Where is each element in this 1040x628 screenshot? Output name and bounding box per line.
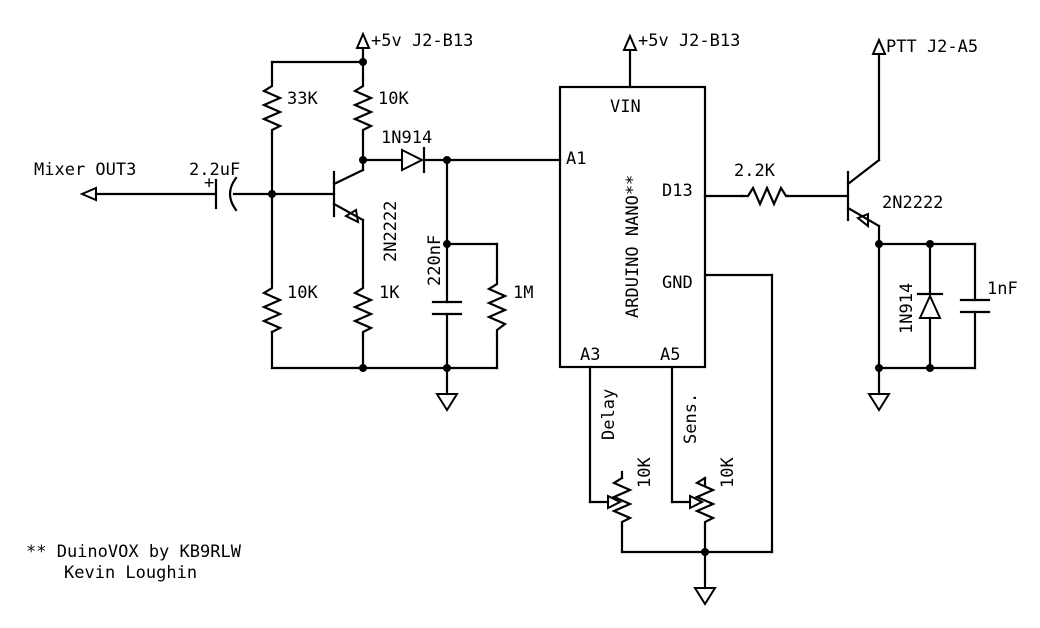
vcc-symbol-right — [622, 33, 638, 89]
label-r-33k: 33K — [287, 89, 318, 109]
svg-text:+: + — [204, 173, 214, 193]
potentiometer-delay — [611, 476, 633, 528]
label-nano-vin: VIN — [610, 97, 641, 117]
resistor-2k2 — [740, 185, 790, 207]
resistor-1m — [486, 276, 508, 338]
credit-line-2: Kevin Loughin — [64, 563, 197, 583]
label-nano-gnd: GND — [662, 273, 693, 293]
capacitor-220nf — [431, 300, 463, 316]
ground-symbol-output — [867, 393, 891, 412]
label-r-1m: 1M — [513, 283, 533, 303]
label-sens: Sens. — [681, 393, 701, 444]
label-diode-2: 1N914 — [897, 283, 917, 334]
label-pot-delay: 10K — [635, 457, 655, 488]
label-c-220n: 220nF — [425, 235, 445, 286]
label-nano-a1: A1 — [566, 149, 586, 169]
resistor-33k — [261, 78, 283, 136]
pot-sens-wiper — [689, 494, 705, 510]
diode-1n914-output — [916, 292, 944, 319]
pot-delay-wiper — [607, 494, 623, 510]
mixer-output-arrow — [79, 186, 97, 202]
label-mixer: Mixer OUT3 — [34, 160, 136, 180]
label-nano-d13: D13 — [662, 181, 693, 201]
label-r-2k2: 2.2K — [734, 161, 776, 181]
label-diode-1: 1N914 — [381, 128, 432, 148]
diode-1n914-input — [401, 146, 426, 174]
potentiometer-sens — [694, 476, 716, 528]
junction-dots — [268, 58, 934, 556]
credit-line-1: ** DuinoVOX by KB9RLW — [26, 542, 242, 562]
ground-symbol-input — [435, 393, 459, 412]
ptt-symbol — [871, 37, 887, 162]
label-q1: 2N2222 — [381, 201, 401, 262]
label-ptt: PTT J2-A5 — [886, 37, 978, 57]
capacitor-1nf — [959, 298, 991, 314]
label-c-1n: 1nF — [987, 279, 1018, 299]
label-c-input: 2.2uF — [189, 160, 240, 180]
ground-symbol-pots — [693, 587, 717, 606]
label-r-10k-collector: 10K — [378, 89, 409, 109]
capacitor-input: + — [204, 173, 238, 212]
input-wiring — [94, 60, 562, 396]
arduino-nano-box — [558, 85, 707, 369]
resistor-10k-collector — [352, 78, 374, 136]
label-nano-a5: A5 — [660, 345, 680, 365]
label-r-10k-base: 10K — [287, 283, 318, 303]
label-vcc-left: +5v J2-B13 — [371, 31, 473, 51]
vcc-symbol-left — [355, 31, 371, 64]
label-q2: 2N2222 — [882, 193, 943, 213]
label-nano-title: ARDUINO NANO** — [623, 175, 643, 318]
resistor-10k-base — [261, 280, 283, 334]
pot-wiring — [588, 273, 774, 590]
label-pot-sens: 10K — [718, 457, 738, 488]
transistor-q1 — [332, 168, 365, 224]
label-delay: Delay — [599, 389, 619, 440]
resistor-1k — [352, 280, 374, 338]
label-nano-a3: A3 — [580, 345, 600, 365]
label-r-1k: 1K — [379, 283, 400, 303]
transistor-q2 — [846, 158, 881, 229]
label-vcc-right: +5v J2-B13 — [638, 31, 740, 51]
